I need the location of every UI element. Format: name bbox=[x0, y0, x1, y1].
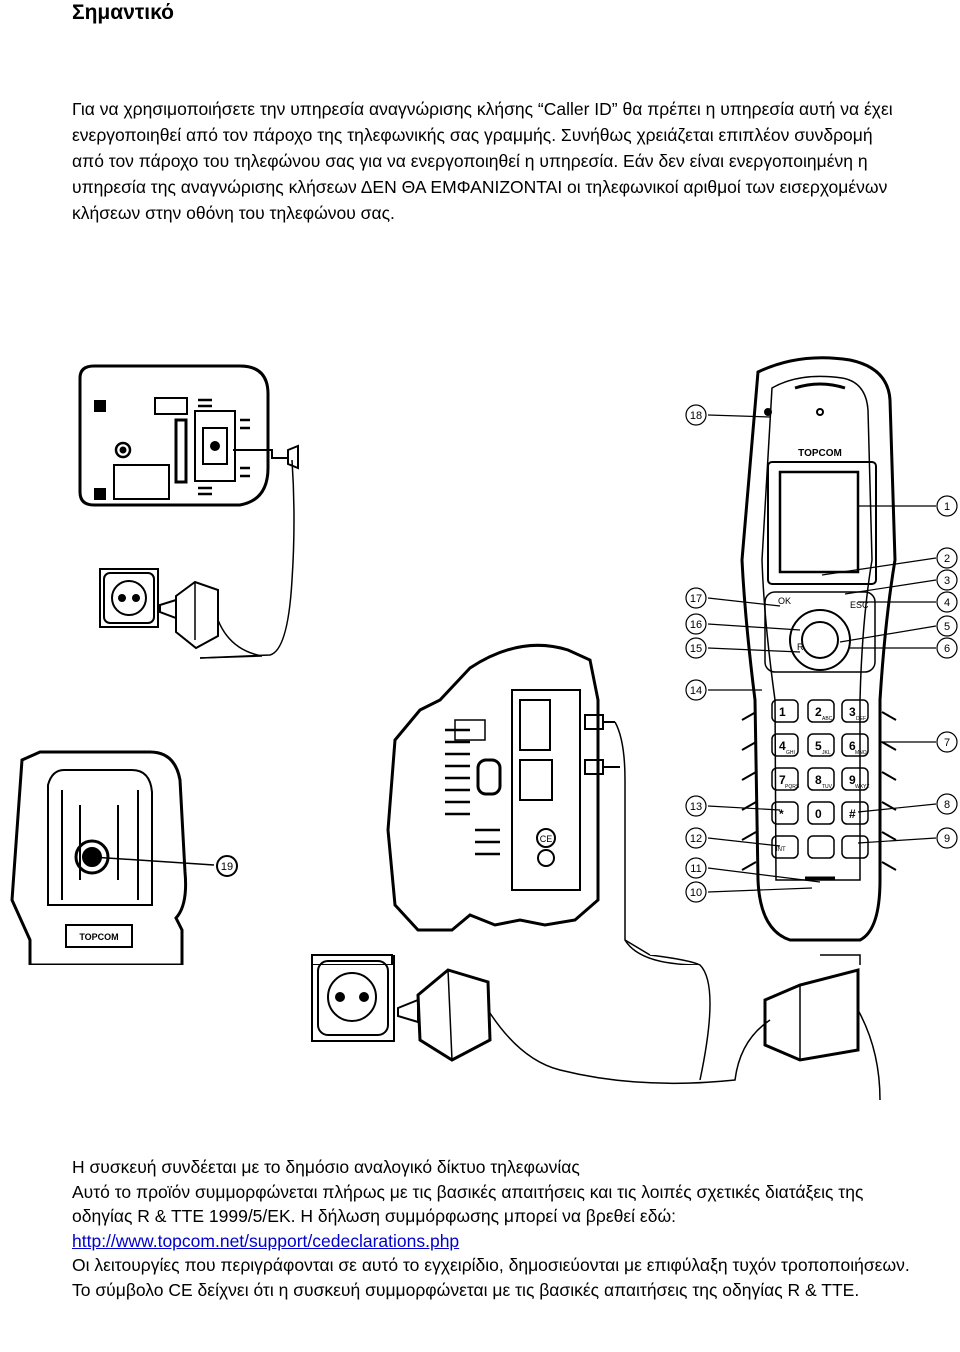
svg-text:JKL: JKL bbox=[822, 750, 831, 756]
footer-text: Η συσκευή συνδέεται με το δημόσιο αναλογ… bbox=[72, 1155, 912, 1302]
charger-cradle: TOPCOM 19 bbox=[10, 750, 238, 967]
svg-text:8: 8 bbox=[944, 799, 950, 811]
svg-text:ESC: ESC bbox=[850, 600, 869, 610]
svg-text:0: 0 bbox=[815, 807, 822, 821]
svg-text:12: 12 bbox=[690, 833, 702, 845]
svg-text:DEF: DEF bbox=[856, 716, 866, 722]
svg-text:4: 4 bbox=[944, 597, 950, 609]
footer-line-modifications: Οι λειτουργίες που περιγράφονται σε αυτό… bbox=[72, 1255, 910, 1275]
svg-text:5: 5 bbox=[815, 739, 822, 753]
svg-text:*: * bbox=[779, 807, 784, 821]
svg-text:16: 16 bbox=[690, 619, 702, 631]
svg-text:9: 9 bbox=[849, 773, 856, 787]
svg-text:1: 1 bbox=[944, 501, 950, 513]
svg-text:1: 1 bbox=[779, 705, 786, 719]
declaration-link[interactable]: http://www.topcom.net/support/cedeclarat… bbox=[72, 1230, 460, 1251]
svg-text:2: 2 bbox=[944, 553, 950, 565]
svg-text:4: 4 bbox=[779, 739, 786, 753]
svg-text:GHI: GHI bbox=[786, 750, 795, 756]
svg-text:#: # bbox=[849, 807, 856, 821]
phone-setup-diagram: TOPCOM 19 CE bbox=[0, 355, 960, 967]
svg-text:7: 7 bbox=[944, 737, 950, 749]
svg-text:PQRS: PQRS bbox=[785, 784, 800, 790]
compliance-text: Αυτό το προϊόν συμμορφώνεται πλήρως με τ… bbox=[72, 1181, 864, 1227]
svg-text:7: 7 bbox=[779, 773, 786, 787]
footer-line-network: Η συσκευή συνδέεται με το δημόσιο αναλογ… bbox=[72, 1157, 580, 1177]
callout-numbers: 1 2 3 4 5 6 7 8 9 10 11 12 13 14 15 16 1… bbox=[690, 410, 950, 899]
svg-text:13: 13 bbox=[690, 801, 702, 813]
intro-paragraph: Για να χρησιμοποιήσετε την υπηρεσία αναγ… bbox=[72, 99, 893, 223]
base-top-view: CE bbox=[386, 643, 651, 956]
svg-text:2: 2 bbox=[815, 705, 822, 719]
svg-text:TOPCOM: TOPCOM bbox=[798, 448, 842, 459]
svg-text:10: 10 bbox=[690, 887, 702, 899]
svg-text:8: 8 bbox=[815, 773, 822, 787]
svg-text:ABC: ABC bbox=[822, 716, 833, 722]
power-adapter-small bbox=[159, 580, 263, 659]
svg-text:INT: INT bbox=[776, 847, 786, 853]
svg-text:6: 6 bbox=[849, 739, 856, 753]
svg-text:MNO: MNO bbox=[855, 750, 867, 756]
svg-text:14: 14 bbox=[690, 685, 702, 697]
handset: TOPCOM OK ESC R 1 2 3 4 5 6 7 8 9 * 0 # ABC DEF G… bbox=[740, 356, 897, 942]
svg-text:TOPCOM: TOPCOM bbox=[79, 932, 118, 942]
svg-text:WXYZ: WXYZ bbox=[855, 784, 869, 790]
svg-text:17: 17 bbox=[690, 593, 702, 605]
svg-text:OK: OK bbox=[778, 596, 791, 606]
footer-line-ce: Το σύμβολο CE δείχνει ότι η συσκευή συμμ… bbox=[72, 1279, 860, 1300]
svg-text:19: 19 bbox=[221, 861, 233, 873]
svg-text:3: 3 bbox=[849, 705, 856, 719]
svg-text:3: 3 bbox=[944, 575, 950, 587]
section-heading: Σημαντικό bbox=[72, 1, 174, 24]
svg-text:R: R bbox=[797, 642, 804, 652]
handset-callouts bbox=[685, 404, 958, 903]
footer-line-compliance: Αυτό το προϊόν συμμορφώνεται πλήρως με τ… bbox=[72, 1180, 912, 1254]
phone-line-cable bbox=[624, 939, 861, 966]
wall-socket-small bbox=[99, 568, 159, 628]
svg-text:CE: CE bbox=[540, 834, 553, 844]
base-bottom-view bbox=[78, 364, 299, 659]
svg-text:TUV: TUV bbox=[822, 784, 833, 790]
power-connection-illustration bbox=[311, 955, 881, 1101]
svg-text:18: 18 bbox=[690, 410, 702, 422]
svg-text:15: 15 bbox=[690, 643, 702, 655]
svg-text:9: 9 bbox=[944, 833, 950, 845]
svg-text:6: 6 bbox=[944, 643, 950, 655]
svg-text:5: 5 bbox=[944, 621, 950, 633]
svg-text:11: 11 bbox=[690, 863, 701, 875]
